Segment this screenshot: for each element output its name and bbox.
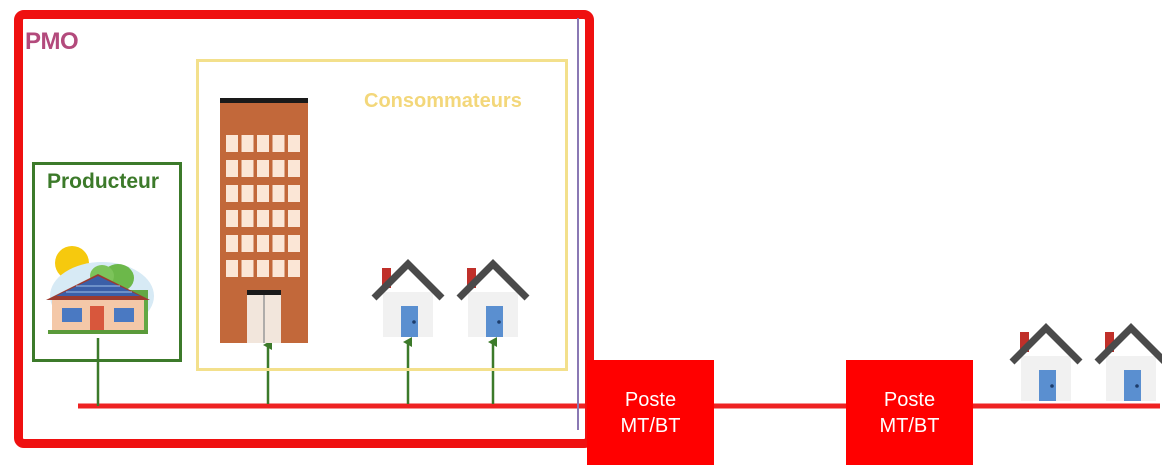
pmo-inner-border bbox=[577, 18, 579, 430]
house-icon bbox=[371, 259, 445, 337]
house-icon bbox=[1009, 323, 1083, 401]
producteur-label: Producteur bbox=[47, 170, 160, 193]
consommateurs-group bbox=[196, 59, 568, 371]
pmo-boundary bbox=[14, 10, 594, 448]
producteur-group bbox=[32, 162, 182, 362]
solar-house-icon bbox=[46, 246, 154, 334]
poste-mt-bt-1: Poste MT/BT bbox=[587, 360, 714, 465]
poste-1-line1: Poste bbox=[624, 388, 677, 411]
office-building-icon bbox=[220, 98, 308, 343]
consommateurs-label: Consommateurs bbox=[364, 90, 522, 112]
poste-mt-bt-2: Poste MT/BT bbox=[846, 360, 973, 465]
pmo-label: PMO bbox=[25, 28, 79, 55]
poste-2-line2: MT/BT bbox=[879, 414, 940, 437]
house-icon bbox=[1094, 323, 1162, 401]
poste-1-line2: MT/BT bbox=[620, 414, 681, 437]
house-icon bbox=[456, 259, 530, 337]
poste-2-line1: Poste bbox=[883, 388, 936, 411]
